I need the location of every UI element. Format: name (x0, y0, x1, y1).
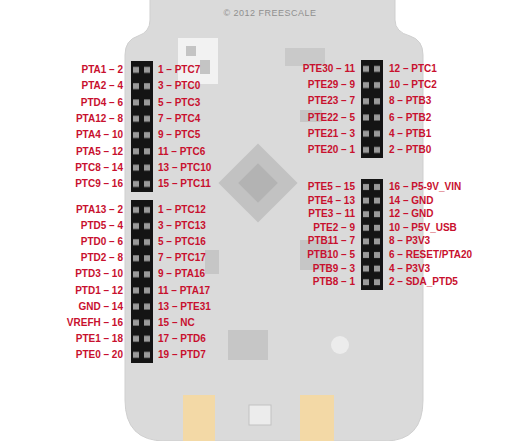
pin-label: PTE4 – 13 (308, 195, 355, 207)
pin-label: 13 – PTE31 (158, 301, 211, 313)
header-j2 (131, 200, 153, 363)
pin-label: 9 – PTC5 (158, 129, 200, 141)
pin-label: 8 – P3V3 (389, 235, 430, 247)
pin-label: VREFH – 16 (67, 317, 123, 329)
pin-label: PTB8 – 1 (313, 276, 355, 288)
pin-label: PTA1 – 2 (82, 64, 124, 76)
pin-label: PTD5 – 4 (81, 220, 123, 232)
component (205, 250, 219, 274)
pin-label: 17 – PTD6 (158, 333, 206, 345)
pin-label: PTB10 – 5 (307, 249, 355, 261)
pin-label: 8 – PTB3 (389, 95, 431, 107)
pin-label: PTE20 – 1 (308, 144, 355, 156)
pin-label: PTD2 – 8 (81, 252, 123, 264)
pin-label: 14 – GND (389, 195, 433, 207)
header-pins (131, 200, 153, 363)
pin-label: PTD4 – 6 (81, 97, 123, 109)
qr-code (178, 38, 218, 84)
header-j10 (361, 60, 383, 158)
pin-label: 10 – PTC2 (389, 79, 437, 91)
pin-label: 13 – PTC10 (158, 162, 211, 174)
pin-label: 9 – PTA16 (158, 268, 205, 280)
header-pins (131, 61, 153, 192)
pin-label: 1 – PTC12 (158, 204, 206, 216)
watermark: © 2012 FREESCALE (223, 7, 316, 19)
pin-label: 4 – PTB1 (389, 128, 431, 140)
qr-mark (186, 46, 196, 56)
header-pins (361, 179, 383, 290)
pin-label: PTC8 – 14 (75, 162, 123, 174)
pin-label: 7 – PTC17 (158, 252, 206, 264)
pin-label: 7 – PTC4 (158, 113, 200, 125)
mcu-chip (218, 143, 297, 222)
pin-label: PTA4 – 10 (76, 129, 123, 141)
component (228, 330, 268, 360)
pin-label: 11 – PTC6 (158, 146, 205, 158)
pin-label: PTE3 – 11 (308, 208, 355, 220)
header-j9 (361, 179, 383, 290)
pin-label: 3 – PTC13 (158, 220, 206, 232)
pin-label: 5 – PTC3 (158, 97, 200, 109)
pin-label: PTA5 – 12 (76, 146, 123, 158)
pin-label: 6 – PTB2 (389, 112, 431, 124)
reset-button (249, 405, 271, 425)
pin-label: PTE30 – 11 (303, 63, 355, 75)
pin-label: 6 – RESET/PTA20 (389, 249, 472, 261)
qr-mark (200, 60, 210, 74)
pin-label: 15 – PTC11 (158, 178, 211, 190)
pin-label: PTE0 – 20 (76, 349, 123, 361)
pin-label: 4 – P3V3 (389, 263, 430, 275)
pin-label: PTD3 – 10 (75, 268, 123, 280)
pin-label: 2 – SDA_PTD5 (389, 276, 458, 288)
pin-label: 19 – PTD7 (158, 349, 206, 361)
pin-label: 12 – GND (389, 208, 433, 220)
pin-label: 11 – PTA17 (158, 285, 210, 297)
board-outline (125, 0, 423, 441)
pin-label: PTE2 – 9 (313, 222, 355, 234)
pin-label: PTA2 – 4 (82, 80, 124, 92)
pin-label: 2 – PTB0 (389, 144, 431, 156)
pin-label: PTD1 – 12 (75, 285, 123, 297)
pin-label: PTE1 – 18 (76, 333, 123, 345)
pin-label: PTB11 – 7 (308, 235, 355, 247)
pin-label: PTE5 – 15 (308, 181, 355, 193)
pin-label: PTE29 – 9 (308, 79, 355, 91)
pin-label: PTE21 – 3 (308, 128, 355, 140)
pin-label: PTC9 – 16 (75, 178, 123, 190)
pin-label: 3 – PTC0 (158, 80, 200, 92)
pin-label: PTA13 – 2 (76, 204, 123, 216)
pin-label: PTD0 – 6 (81, 236, 123, 248)
pin-label: PTE22 – 5 (308, 112, 355, 124)
header-pins (361, 60, 383, 158)
pin-label: 15 – NC (158, 317, 195, 329)
pin-label: 5 – PTC16 (158, 236, 206, 248)
pin-label: 12 – PTC1 (389, 63, 437, 75)
pin-label: PTB9 – 3 (313, 263, 355, 275)
header-j1 (131, 61, 153, 192)
pin-label: PTA12 – 8 (76, 113, 123, 125)
pin-label: 1 – PTC7 (158, 64, 200, 76)
pin-label: 16 – P5-9V_VIN (389, 181, 461, 193)
mounting-hole (331, 336, 349, 354)
pin-label: GND – 14 (79, 301, 123, 313)
usb-connector (183, 395, 215, 441)
mcu-chip-core (238, 163, 278, 203)
usb-connector (300, 395, 334, 441)
pin-label: PTE23 – 7 (308, 95, 355, 107)
pin-label: 10 – P5V_USB (389, 222, 457, 234)
